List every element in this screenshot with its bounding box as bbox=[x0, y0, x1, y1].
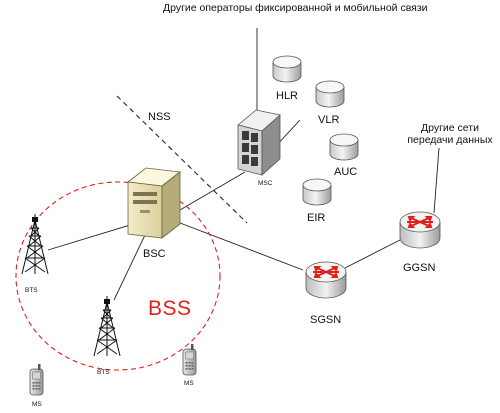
nss-boundary-line bbox=[116, 95, 248, 224]
hlr-label: HLR bbox=[276, 90, 299, 102]
link-bsc-sgsn bbox=[179, 222, 304, 271]
msc-switch-icon bbox=[237, 109, 281, 176]
sgsn-router-icon bbox=[305, 261, 347, 299]
ms-right-label: MS bbox=[184, 380, 194, 387]
hlr-database-icon bbox=[272, 55, 302, 83]
ms-left-label: MS bbox=[32, 401, 42, 408]
eir-database-icon bbox=[302, 178, 332, 206]
msc-label: MSC bbox=[258, 180, 273, 187]
bss-label: BSS bbox=[148, 297, 192, 320]
ggsn-label: GGSN bbox=[403, 262, 436, 274]
eir-label: EIR bbox=[307, 212, 326, 224]
ggsn-router-icon bbox=[399, 211, 441, 249]
bts-tower-left-icon bbox=[21, 213, 49, 275]
nss-label: NSS bbox=[148, 111, 171, 123]
link-sgsn-ggsn bbox=[344, 239, 401, 269]
bsc-server-icon bbox=[126, 167, 182, 239]
bts-left-label: BTS bbox=[25, 287, 38, 294]
vlr-label: VLR bbox=[318, 114, 340, 126]
link-bts-bottom-bsc bbox=[113, 234, 146, 301]
link-bts-left-bsc bbox=[47, 224, 131, 251]
bss-boundary-circle bbox=[15, 181, 221, 371]
bts-bottom-label: BTS bbox=[97, 369, 110, 376]
link-bsc-msc bbox=[179, 171, 246, 211]
connection-lines bbox=[47, 28, 440, 301]
other-operators-label: Другие операторы фиксированной и мобильн… bbox=[163, 2, 428, 14]
auc-label: AUC bbox=[334, 166, 358, 178]
bts-tower-bottom-icon bbox=[93, 295, 121, 357]
auc-database-icon bbox=[329, 133, 359, 161]
bsc-label: BSC bbox=[143, 248, 166, 260]
ms-phone-left-icon bbox=[29, 363, 44, 396]
vlr-database-icon bbox=[315, 80, 345, 108]
sgsn-label: SGSN bbox=[310, 314, 342, 326]
ms-phone-right-icon bbox=[182, 343, 197, 376]
link-ggsn-networks bbox=[433, 147, 440, 214]
other-networks-label: Другие сети передачи данных bbox=[407, 122, 493, 147]
